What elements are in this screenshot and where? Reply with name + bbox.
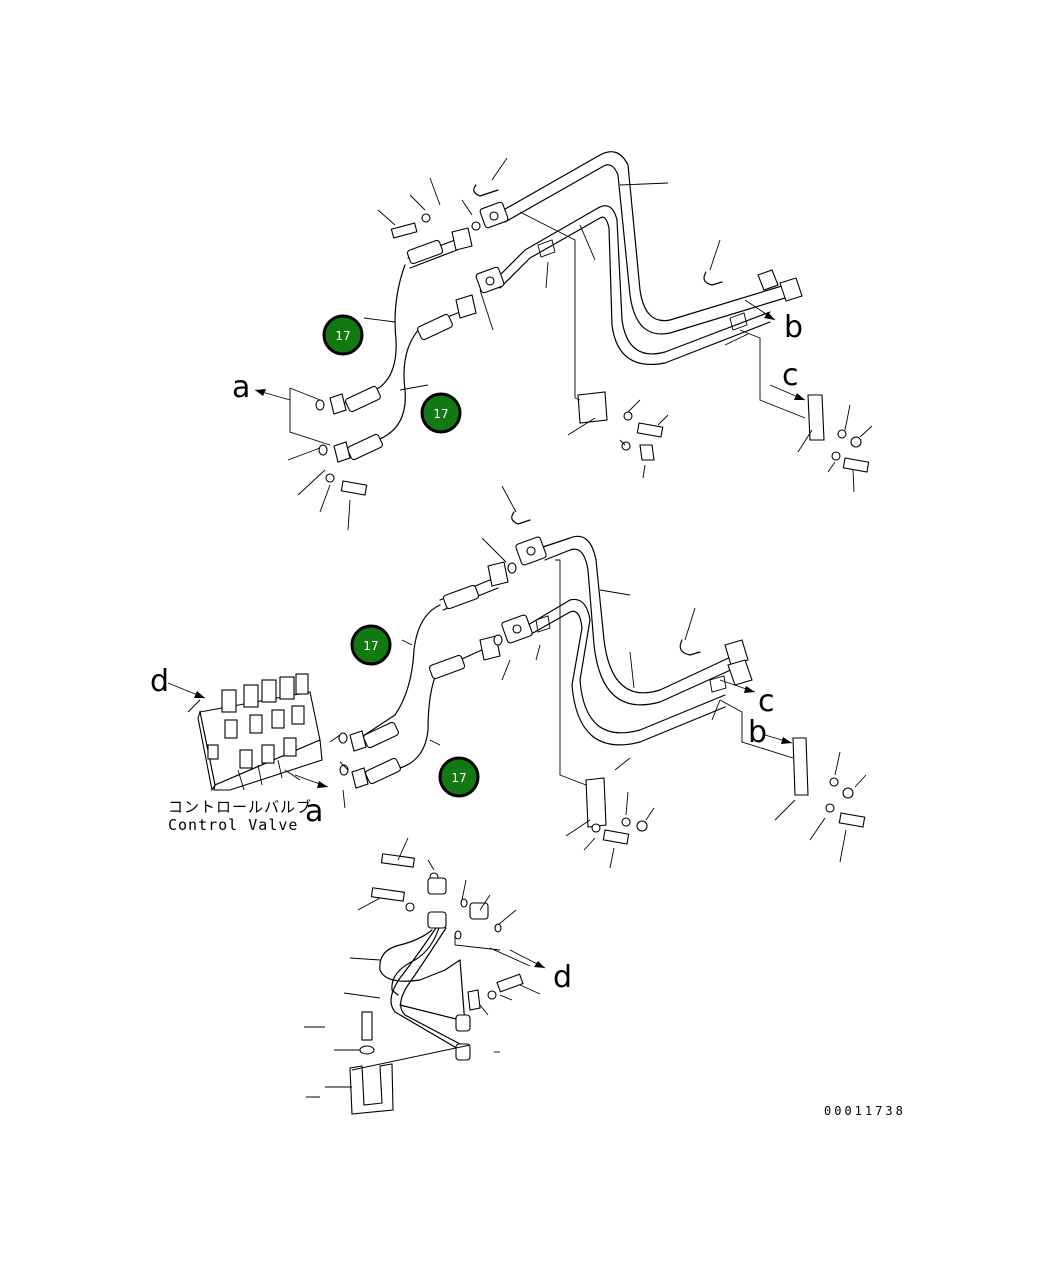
- callout-circle[interactable]: [420, 392, 462, 434]
- ref-letter-d-mid: d: [150, 664, 169, 699]
- callout-label: 17: [363, 639, 378, 653]
- callout-circle[interactable]: [438, 756, 480, 798]
- bottom-pipe-assembly: [304, 837, 541, 1115]
- callout-label: 17: [433, 407, 448, 421]
- callout-17-top-right[interactable]: 17: [420, 392, 462, 434]
- control-valve: [187, 673, 341, 792]
- callout-circle[interactable]: [322, 314, 364, 356]
- control-valve-caption-jp: コントロールバルブ: [168, 798, 312, 816]
- drawing-number: 00011738: [824, 1104, 906, 1118]
- ref-letter-b-mid: b: [748, 715, 767, 750]
- ref-letter-c-mid: c: [758, 684, 775, 719]
- top-pipe-assembly: [287, 151, 873, 531]
- ref-letter-a-top: a: [232, 370, 250, 405]
- ref-letter-b-top: b: [784, 310, 803, 345]
- middle-pipe-assembly: [338, 485, 867, 869]
- reference-letters: a b c c b d a d: [150, 310, 803, 995]
- ref-letter-a-mid: a: [305, 794, 323, 829]
- callout-17-mid-left[interactable]: 17: [350, 624, 392, 666]
- callout-17-mid-right[interactable]: 17: [438, 756, 480, 798]
- ref-letter-d-bottom: d: [553, 960, 572, 995]
- callout-circle[interactable]: [350, 624, 392, 666]
- ref-letter-c-top: c: [782, 358, 799, 393]
- direction-arrows: [167, 299, 806, 969]
- callout-label: 17: [451, 771, 466, 785]
- callout-badges[interactable]: 17 17 17 17: [322, 314, 480, 798]
- control-valve-caption-en: Control Valve: [168, 816, 298, 834]
- callout-label: 17: [335, 329, 350, 343]
- callout-17-top-left[interactable]: 17: [322, 314, 364, 356]
